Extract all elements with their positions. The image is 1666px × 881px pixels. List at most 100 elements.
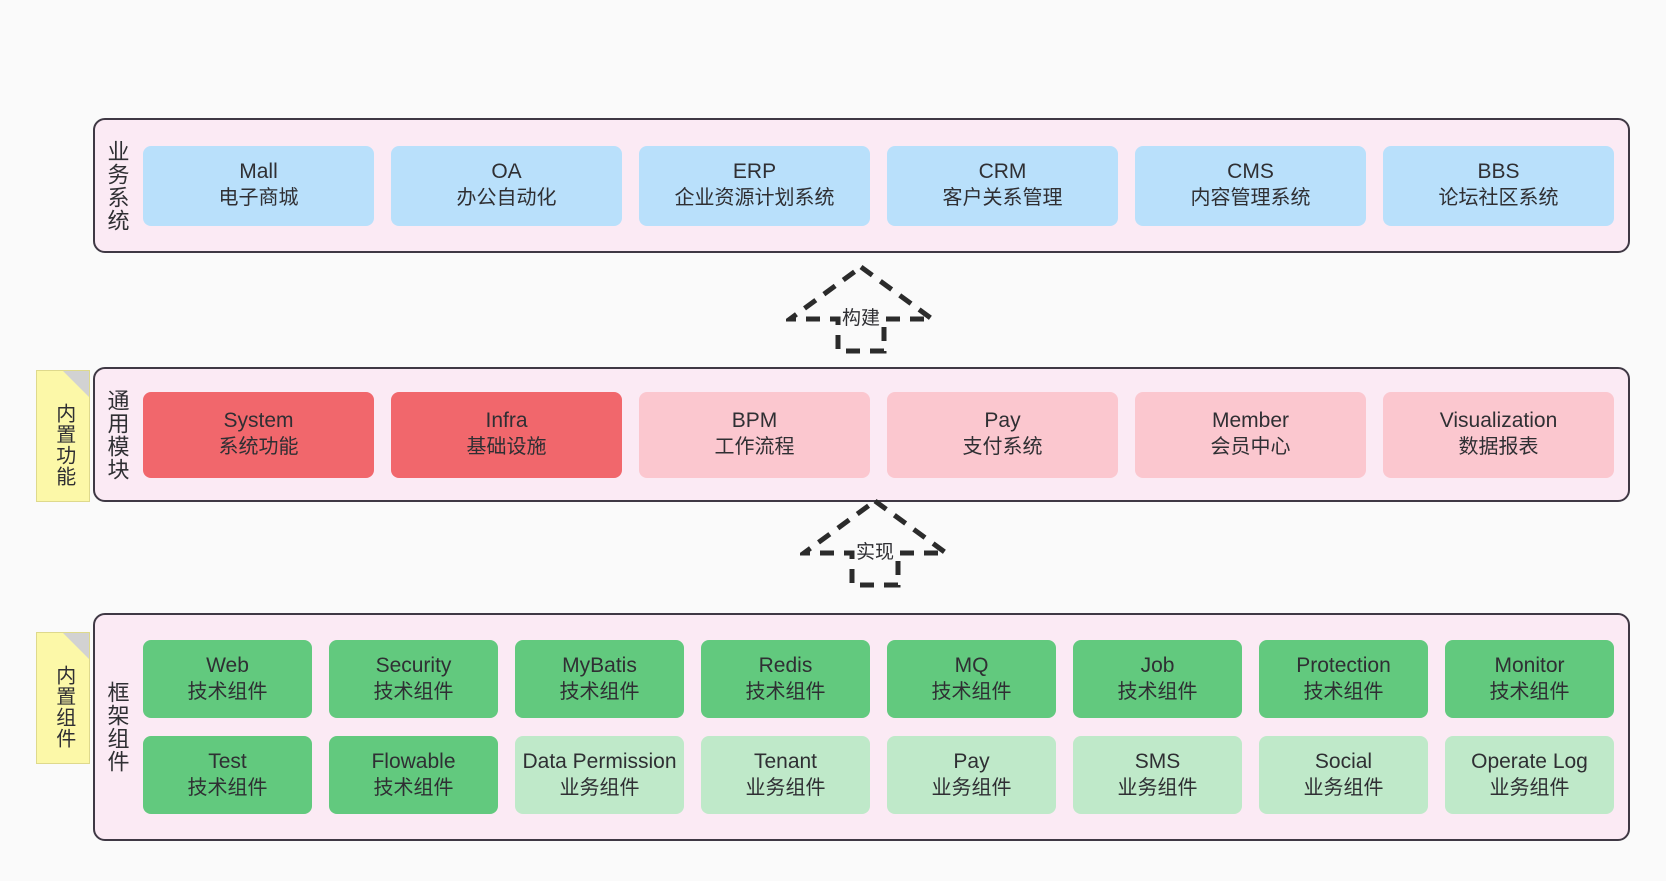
card-subtitle: 办公自动化 <box>456 187 557 210</box>
card-title: CRM <box>978 160 1027 184</box>
card-subtitle: 数据报表 <box>1458 436 1539 459</box>
card-title: ERP <box>732 160 777 184</box>
card-title: BBS <box>1477 160 1520 184</box>
card-title: Social <box>1314 749 1373 773</box>
note-label: 内置功能 <box>52 403 75 487</box>
card-subtitle: 技术组件 <box>1303 680 1384 703</box>
card-visualization[interactable]: Visualization 数据报表 <box>1383 391 1614 478</box>
card-subtitle: 技术组件 <box>559 680 640 703</box>
card-flowable[interactable]: Flowable 技术组件 <box>329 736 498 814</box>
card-title: Job <box>1140 653 1175 677</box>
card-subtitle: 技术组件 <box>1117 680 1198 703</box>
card-subtitle: 业务组件 <box>745 776 826 799</box>
card-redis[interactable]: Redis 技术组件 <box>701 640 870 718</box>
card-subtitle: 技术组件 <box>1489 680 1570 703</box>
layer-common-module: 通用模块 System 系统功能 Infra 基础设施 BPM 工作流程 Pay… <box>93 367 1630 502</box>
card-subtitle: 业务组件 <box>1303 776 1384 799</box>
card-title: Protection <box>1296 653 1391 677</box>
card-subtitle: 技术组件 <box>187 776 268 799</box>
card-social[interactable]: Social 业务组件 <box>1259 736 1428 814</box>
card-title: Web <box>206 653 249 677</box>
card-subtitle: 技术组件 <box>931 680 1012 703</box>
card-data-permission[interactable]: Data Permission 业务组件 <box>515 736 684 814</box>
note-fold-icon <box>63 633 89 659</box>
card-mq[interactable]: MQ 技术组件 <box>887 640 1056 718</box>
card-operate-log[interactable]: Operate Log 业务组件 <box>1445 736 1614 814</box>
note-fold-icon <box>63 371 89 397</box>
card-web[interactable]: Web 技术组件 <box>143 640 312 718</box>
card-crm[interactable]: CRM 客户关系管理 <box>887 145 1118 226</box>
card-subtitle: 技术组件 <box>745 680 826 703</box>
card-title: Mall <box>239 160 278 184</box>
card-security[interactable]: Security 技术组件 <box>329 640 498 718</box>
card-title: Security <box>375 653 452 677</box>
card-title: Redis <box>758 653 813 677</box>
card-title: Visualization <box>1439 409 1558 433</box>
card-bbs[interactable]: BBS 论坛社区系统 <box>1383 145 1614 226</box>
card-subtitle: 业务组件 <box>1117 776 1198 799</box>
card-member[interactable]: Member 会员中心 <box>1135 391 1366 478</box>
card-title: Data Permission <box>522 749 677 773</box>
card-title: BPM <box>731 409 778 433</box>
card-subtitle: 基础设施 <box>466 436 547 459</box>
card-pay-business[interactable]: Pay 业务组件 <box>887 736 1056 814</box>
card-subtitle: 系统功能 <box>218 436 299 459</box>
card-title: Tenant <box>753 749 818 773</box>
card-subtitle: 会员中心 <box>1210 436 1291 459</box>
card-subtitle: 论坛社区系统 <box>1438 187 1559 210</box>
card-title: Pay <box>984 409 1021 433</box>
card-pay[interactable]: Pay 支付系统 <box>887 391 1118 478</box>
card-title: Flowable <box>371 749 456 773</box>
note-builtin-component: 内置组件 <box>36 632 90 764</box>
layer-body-framework-component: Web 技术组件 Security 技术组件 MyBatis 技术组件 Redi… <box>139 615 1628 839</box>
card-title: MQ <box>954 653 989 677</box>
card-subtitle: 企业资源计划系统 <box>674 187 835 210</box>
card-subtitle: 技术组件 <box>187 680 268 703</box>
card-subtitle: 业务组件 <box>559 776 640 799</box>
card-title: MyBatis <box>562 653 637 677</box>
card-cms[interactable]: CMS 内容管理系统 <box>1135 145 1366 226</box>
card-mybatis[interactable]: MyBatis 技术组件 <box>515 640 684 718</box>
card-title: Monitor <box>1494 653 1565 677</box>
card-subtitle: 支付系统 <box>962 436 1043 459</box>
card-title: System <box>223 409 294 433</box>
implement-arrow: 实现 <box>800 497 950 589</box>
layer-body-business-system: Mall 电子商城 OA 办公自动化 ERP 企业资源计划系统 CRM 客户关系… <box>139 120 1628 251</box>
card-job[interactable]: Job 技术组件 <box>1073 640 1242 718</box>
card-bpm[interactable]: BPM 工作流程 <box>639 391 870 478</box>
layer-framework-component: 框架组件 Web 技术组件 Security 技术组件 MyBatis 技术组件… <box>93 613 1630 841</box>
card-subtitle: 业务组件 <box>931 776 1012 799</box>
card-row: Test 技术组件 Flowable 技术组件 Data Permission … <box>143 736 1614 814</box>
build-arrow-label: 构建 <box>841 308 881 329</box>
layer-title-business-system: 业务系统 <box>104 139 130 232</box>
card-subtitle: 技术组件 <box>373 776 454 799</box>
card-subtitle: 技术组件 <box>373 680 454 703</box>
build-arrow-shape <box>786 263 936 354</box>
card-title: Test <box>208 749 247 773</box>
card-mall[interactable]: Mall 电子商城 <box>143 145 374 226</box>
implement-arrow-shape <box>800 497 950 588</box>
layer-business-system: 业务系统 Mall 电子商城 OA 办公自动化 ERP 企业资源计划系统 CRM… <box>93 118 1630 253</box>
card-oa[interactable]: OA 办公自动化 <box>391 145 622 226</box>
build-arrow: 构建 <box>786 263 936 355</box>
card-subtitle: 工作流程 <box>714 436 795 459</box>
card-protection[interactable]: Protection 技术组件 <box>1259 640 1428 718</box>
card-monitor[interactable]: Monitor 技术组件 <box>1445 640 1614 718</box>
layer-body-common-module: System 系统功能 Infra 基础设施 BPM 工作流程 Pay 支付系统… <box>139 369 1628 500</box>
card-system[interactable]: System 系统功能 <box>143 391 374 478</box>
card-sms[interactable]: SMS 业务组件 <box>1073 736 1242 814</box>
implement-arrow-label: 实现 <box>855 542 895 563</box>
card-infra[interactable]: Infra 基础设施 <box>391 391 622 478</box>
card-row: System 系统功能 Infra 基础设施 BPM 工作流程 Pay 支付系统… <box>143 391 1614 478</box>
card-test[interactable]: Test 技术组件 <box>143 736 312 814</box>
card-tenant[interactable]: Tenant 业务组件 <box>701 736 870 814</box>
card-title: Member <box>1211 409 1290 433</box>
card-subtitle: 客户关系管理 <box>942 187 1063 210</box>
card-title: Pay <box>953 749 990 773</box>
layer-title-framework-component: 框架组件 <box>104 681 130 773</box>
card-title: SMS <box>1134 749 1181 773</box>
card-subtitle: 业务组件 <box>1489 776 1570 799</box>
card-title: Operate Log <box>1471 749 1588 773</box>
card-erp[interactable]: ERP 企业资源计划系统 <box>639 145 870 226</box>
